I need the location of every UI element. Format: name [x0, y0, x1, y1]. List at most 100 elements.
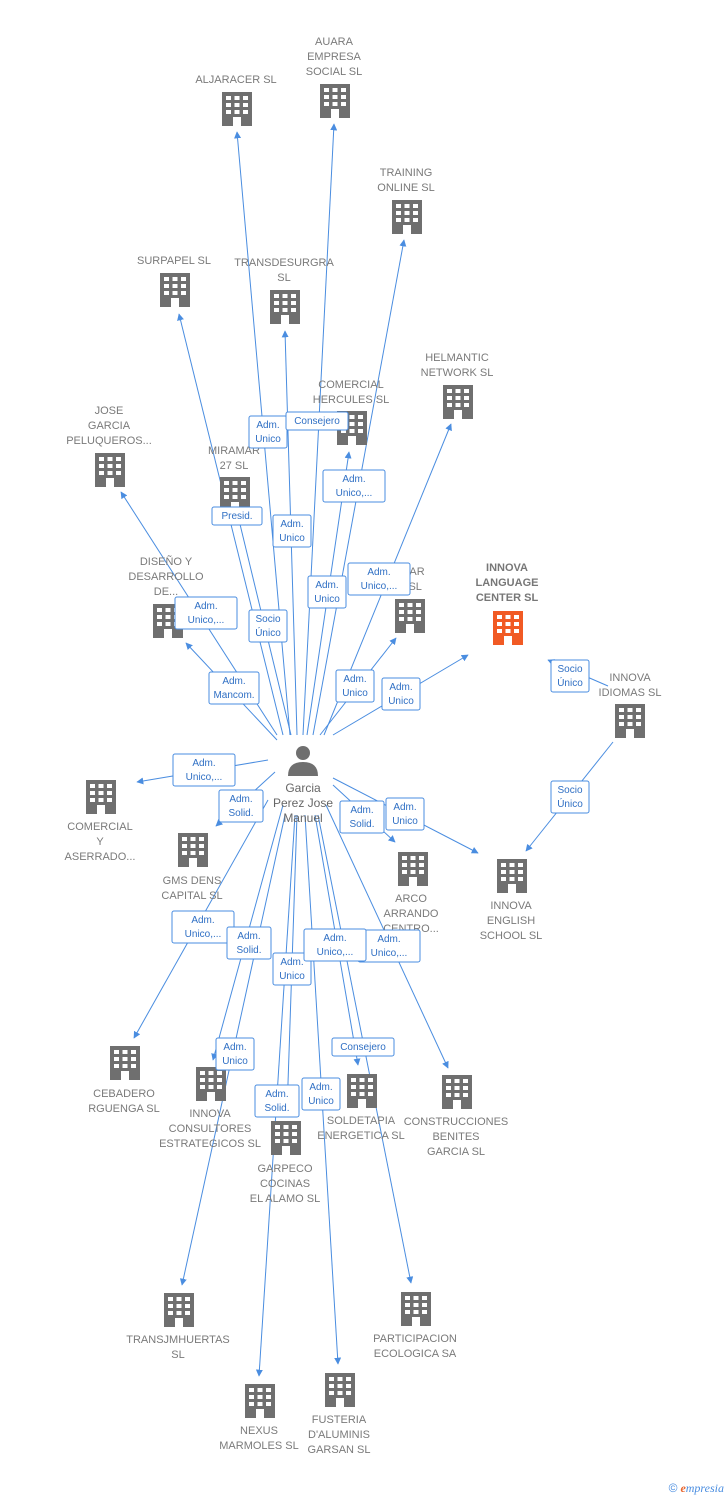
edge-label-box	[254, 1084, 300, 1118]
edge-label-diseno[interactable]: Adm.Unico,...	[174, 596, 238, 630]
edge-label-text: Adm.	[194, 601, 217, 612]
edge-label-construcciones[interactable]: Adm.Unico,...	[357, 929, 421, 963]
empresia-brand[interactable]: ©empresia	[669, 1481, 724, 1496]
edge-label-garpeco[interactable]: Adm. Unico	[272, 952, 312, 986]
edge-label-aljaracer[interactable]: Adm.Unico	[248, 415, 288, 449]
edge-label-box	[285, 411, 349, 431]
edge-label-cebadero[interactable]: Adm.Unico,...	[171, 910, 235, 944]
edge-label-participacion[interactable]: Adm.Unico,...	[303, 928, 367, 962]
edge-label-text: Socio	[557, 664, 582, 675]
edge-label-text: Único	[255, 626, 281, 639]
building-icon	[442, 1075, 472, 1109]
edge-label-text: Mancom.	[213, 690, 254, 701]
building-icon	[347, 1074, 377, 1108]
brand-initial: e	[680, 1481, 686, 1495]
edge-label-innova-consultores[interactable]: Adm.Solid.	[226, 926, 272, 960]
building-icon	[401, 1292, 431, 1326]
company-node-surpapel[interactable]: SURPAPEL SL	[137, 255, 211, 307]
edge-label-text: Consejero	[294, 416, 340, 427]
building-icon	[220, 477, 250, 511]
edge-label-comercial-aserrado[interactable]: Adm.Unico,...	[172, 753, 236, 787]
edge-label-text: Socio	[255, 614, 280, 625]
company-name: ALJARACER SL	[195, 74, 276, 86]
edge-label-text: Adm.	[280, 957, 303, 968]
company-name: SURPAPEL SL	[137, 255, 211, 267]
edge-label-text: Adm.	[229, 794, 252, 805]
edge-label-text: Adm.	[223, 1042, 246, 1053]
edge-label-text: Solid.	[228, 808, 253, 819]
edge-label-box	[322, 469, 386, 503]
edge-label-nexus[interactable]: Adm.Solid.	[254, 1084, 300, 1118]
edge-label-gms[interactable]: Adm. Solid.	[218, 789, 264, 823]
edge-label-text: Adm.	[350, 805, 373, 816]
building-icon	[222, 92, 252, 126]
edge-label-arco[interactable]: Adm.Solid.	[339, 800, 385, 834]
edge-label-text: Adm.	[343, 674, 366, 685]
edge-label-training[interactable]: Adm.Unico,...	[322, 469, 386, 503]
edge-label-box	[172, 753, 236, 787]
building-icon	[392, 200, 422, 234]
edge-label-box	[381, 677, 421, 711]
edge-label-text: Socio	[557, 785, 582, 796]
edge-label-text: Adm.	[265, 1089, 288, 1100]
edge-label-transdesurgra[interactable]: Adm.Unico	[272, 514, 312, 548]
edge-label-innova-language[interactable]: Adm.Unico	[381, 677, 421, 711]
edge-label-text: Adm.	[237, 931, 260, 942]
edge-label-fusteria[interactable]: Adm.Unico	[301, 1077, 341, 1111]
edge-label-ular[interactable]: Adm. Unico	[335, 669, 375, 703]
edge-label-innova-english[interactable]: Adm.Unico	[385, 797, 425, 831]
edge-label-transjmhuertas[interactable]: Adm.Unico	[215, 1037, 255, 1071]
edge-label-box	[174, 596, 238, 630]
edge-label-text: Unico	[279, 971, 305, 982]
company-node-aljaracer[interactable]: ALJARACER SL	[195, 74, 277, 126]
edge-label-box	[339, 800, 385, 834]
edge-label-text: Unico	[342, 688, 368, 699]
edge-label-miramar[interactable]: Presid.	[211, 506, 263, 526]
edge-label-box	[307, 575, 347, 609]
edge-label-text: Unico	[279, 533, 305, 544]
edge-label-comercial-hercules[interactable]: Adm.Unico	[307, 575, 347, 609]
edge-label-soldetapia[interactable]: Consejero	[331, 1037, 395, 1057]
edge-label-jose-garcia[interactable]: Adm.Mancom.	[208, 671, 260, 705]
edge-label-text: Consejero	[340, 1042, 386, 1053]
edge-label-text: Adm.	[323, 933, 346, 944]
edge-label-auara[interactable]: Consejero	[285, 411, 349, 431]
edge-label-helmantic[interactable]: Adm.Unico,...	[347, 562, 411, 596]
